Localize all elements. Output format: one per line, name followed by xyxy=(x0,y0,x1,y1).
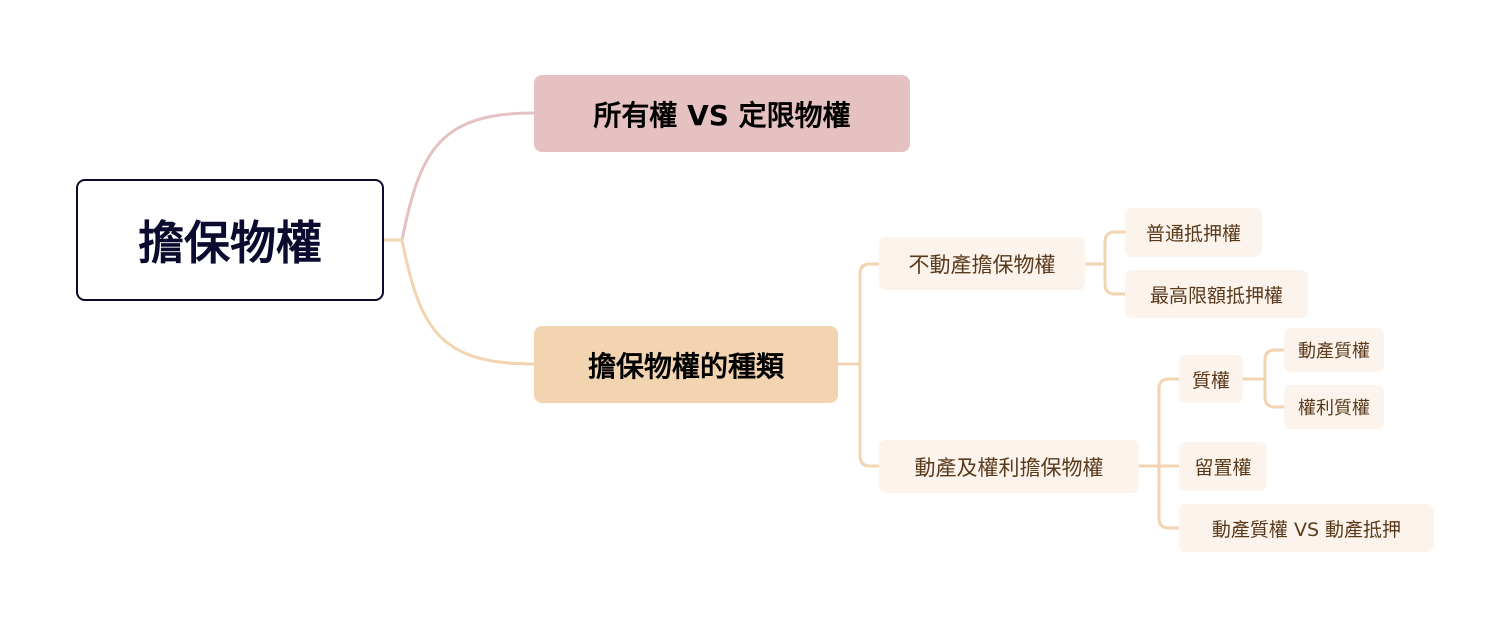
root-topic[interactable]: 擔保物權 xyxy=(76,179,384,301)
connector-movable-children xyxy=(1137,377,1181,530)
connector-pledge-children xyxy=(1241,348,1286,409)
subtopic-movable-pledge[interactable]: 動產質權 xyxy=(1284,328,1384,372)
connector-root-ownership xyxy=(382,111,536,242)
subtopic-pledge-vs-chattel-mortgage[interactable]: 動產質權 VS 動產抵押 xyxy=(1179,504,1434,552)
subtopic-real-estate-security[interactable]: 不動產擔保物權 xyxy=(879,237,1085,290)
subtopic-maximum-mortgage[interactable]: 最高限額抵押權 xyxy=(1125,270,1308,318)
connector-root-types xyxy=(382,238,536,366)
topic-ownership-vs-limited[interactable]: 所有權 VS 定限物權 xyxy=(534,75,910,152)
connector-realestate-children xyxy=(1083,230,1127,296)
subtopic-pledge[interactable]: 質權 xyxy=(1179,355,1243,403)
subtopic-ordinary-mortgage[interactable]: 普通抵押權 xyxy=(1125,208,1262,257)
subtopic-lien[interactable]: 留置權 xyxy=(1179,442,1267,491)
subtopic-movable-rights-security[interactable]: 動產及權利擔保物權 xyxy=(879,440,1139,493)
connector-types-children xyxy=(836,262,881,468)
subtopic-rights-pledge[interactable]: 權利質權 xyxy=(1284,385,1384,429)
topic-security-types[interactable]: 擔保物權的種類 xyxy=(534,326,838,403)
